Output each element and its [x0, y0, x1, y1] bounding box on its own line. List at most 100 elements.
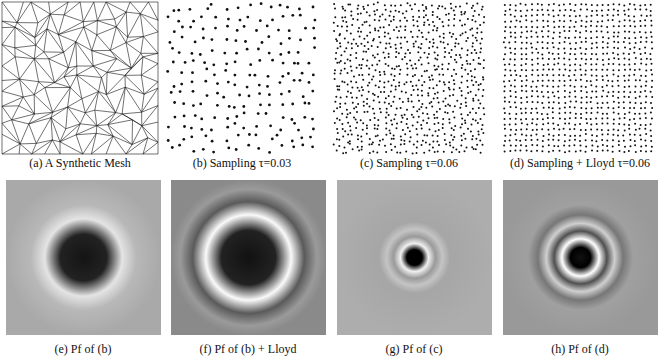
sample-dot	[341, 26, 343, 28]
sample-dot	[564, 123, 566, 125]
mesh-edge	[158, 64, 159, 82]
sample-dot	[167, 139, 170, 142]
sample-dot	[225, 62, 228, 65]
sample-dot	[257, 147, 260, 150]
sample-dot	[482, 89, 484, 91]
sample-dot	[650, 20, 652, 22]
mesh-edge	[20, 79, 35, 95]
sample-dot	[613, 41, 615, 43]
mesh-edge	[76, 133, 96, 135]
mesh-edge	[17, 23, 35, 38]
sample-dot	[421, 64, 423, 66]
sample-dot	[191, 71, 194, 74]
mesh-edge	[2, 123, 20, 144]
sample-dot	[393, 19, 395, 21]
mesh-edge	[91, 154, 106, 155]
sample-dot	[602, 4, 604, 6]
sample-dot	[541, 128, 543, 130]
sample-dot	[474, 76, 476, 78]
sample-dot	[542, 74, 544, 76]
sample-dot	[478, 134, 480, 136]
sample-dot	[192, 59, 195, 62]
sample-dot	[479, 42, 481, 44]
mesh-edge	[94, 2, 98, 21]
sample-dot	[570, 20, 572, 22]
sample-dot	[536, 134, 538, 136]
sample-dot	[482, 132, 484, 134]
sample-dot	[409, 59, 411, 61]
sample-dot	[552, 111, 554, 113]
sample-dot	[467, 86, 469, 88]
sample-dot	[640, 102, 642, 104]
sample-dot	[515, 113, 517, 115]
mesh-edge	[60, 135, 76, 142]
sample-dot	[557, 124, 559, 126]
sample-dot	[438, 144, 440, 146]
sample-dot	[623, 10, 625, 12]
mesh-edge	[20, 124, 29, 144]
sample-dot	[366, 65, 368, 67]
sample-dot	[471, 138, 473, 140]
sample-dot	[385, 43, 387, 45]
sample-dot	[350, 15, 352, 17]
mesh-edge	[80, 113, 85, 124]
sample-dot	[477, 122, 479, 124]
sample-dot	[525, 112, 527, 114]
sample-dot	[366, 124, 368, 126]
mesh-edge	[143, 57, 158, 64]
sample-dot	[384, 35, 386, 37]
mesh-edge	[45, 87, 71, 88]
mesh-edge	[115, 19, 117, 27]
sample-dot	[391, 67, 393, 69]
sample-dot	[422, 4, 424, 6]
sample-dot	[650, 69, 652, 71]
sample-dot	[613, 74, 615, 76]
sample-dot	[412, 152, 414, 154]
mesh-edge	[64, 66, 77, 77]
mesh-edge	[68, 42, 76, 68]
sample-dot	[404, 114, 406, 116]
sample-dot	[418, 46, 420, 48]
mesh-edge	[2, 81, 3, 92]
mesh-edge	[126, 145, 132, 155]
sample-dot	[601, 122, 603, 124]
sample-dot	[564, 85, 566, 87]
sample-dot	[476, 3, 478, 5]
sample-dot	[433, 42, 435, 44]
sample-dot	[602, 36, 604, 38]
mesh-edge	[142, 122, 158, 126]
mesh-edge	[113, 136, 126, 154]
sample-dot	[585, 30, 587, 32]
sample-dot	[536, 112, 538, 114]
sample-dot	[629, 91, 631, 93]
sample-dot	[388, 24, 390, 26]
sample-dot	[362, 89, 364, 91]
sample-dot	[190, 135, 193, 138]
sample-dot	[398, 81, 400, 83]
sample-dot	[361, 86, 363, 88]
sample-dot	[564, 96, 566, 98]
sample-dot	[444, 47, 446, 49]
sample-dot	[351, 96, 353, 98]
mesh-edge	[92, 50, 111, 51]
sample-dot	[357, 8, 359, 10]
mesh-edge	[12, 114, 35, 120]
sample-dot	[444, 51, 446, 53]
sample-dot	[388, 53, 390, 55]
sample-dot	[385, 97, 387, 99]
mesh-edge	[77, 75, 99, 92]
sample-dot	[179, 90, 182, 93]
sample-dot	[552, 53, 554, 55]
sample-dot	[509, 134, 511, 136]
sample-dot	[629, 3, 631, 5]
sample-dot	[474, 68, 476, 70]
sample-dot	[541, 102, 543, 104]
sample-dot	[286, 6, 289, 9]
sample-dot	[542, 118, 544, 120]
sample-dot	[412, 36, 414, 38]
sample-dot	[480, 118, 482, 120]
sample-dot	[601, 31, 603, 33]
sample-dot	[483, 67, 485, 69]
sample-dot	[344, 147, 346, 149]
sample-dot	[568, 75, 570, 77]
